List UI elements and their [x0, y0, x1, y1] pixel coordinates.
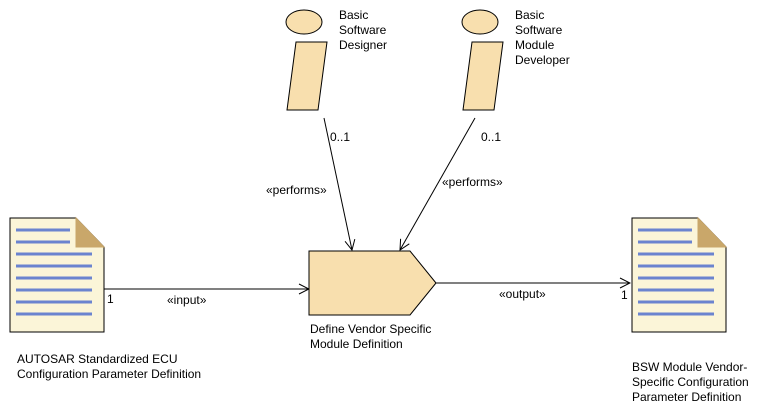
output-multiplicity: 1: [621, 288, 628, 302]
role-developer-label: Basic Software Module Developer: [515, 8, 570, 67]
role-body: [286, 41, 328, 111]
performs-connector-developer: [400, 117, 476, 250]
performs-label-developer: «performs»: [442, 175, 503, 189]
output-document-icon[interactable]: [631, 216, 728, 333]
input-document-label: AUTOSAR Standardized ECU Configuration P…: [17, 352, 202, 381]
role-designer-label: Basic Software Designer: [339, 8, 388, 52]
performs-label-designer: «performs»: [266, 183, 327, 197]
input-multiplicity: 1: [107, 292, 114, 306]
role-head: [461, 9, 499, 35]
task-label: Define Vendor Specific Module Definition: [310, 322, 432, 351]
designer-multiplicity: 0..1: [330, 130, 351, 144]
output-label: «output»: [499, 287, 546, 301]
input-label: «input»: [167, 293, 207, 307]
output-document-label: BSW Module Vendor- Specific Configuratio…: [632, 360, 749, 404]
input-document-icon[interactable]: [9, 216, 106, 333]
role-head: [285, 9, 323, 35]
role-basic-software-module-developer[interactable]: [461, 9, 504, 111]
role-body: [462, 41, 504, 111]
developer-multiplicity: 0..1: [481, 130, 502, 144]
role-basic-software-designer[interactable]: [285, 9, 328, 111]
task-shape[interactable]: [308, 250, 437, 316]
performs-connector-designer: [323, 117, 352, 250]
